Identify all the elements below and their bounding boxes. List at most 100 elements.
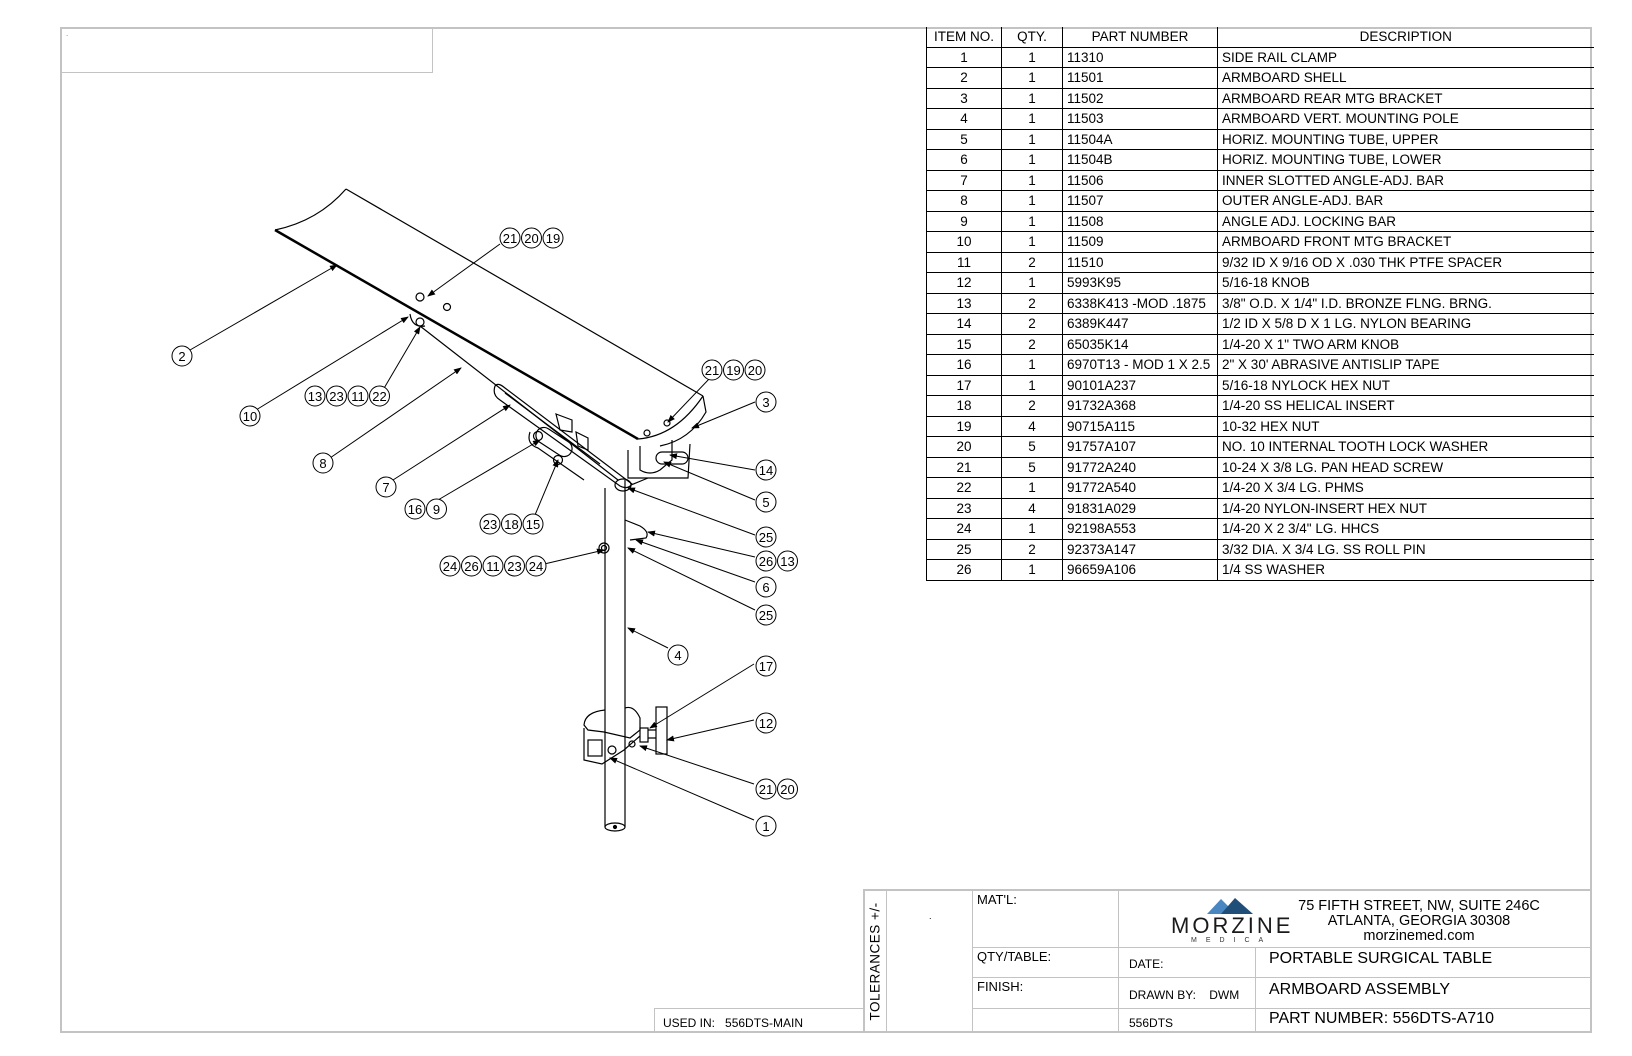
morzine-logo-icon	[1207, 898, 1253, 914]
balloon-circle	[755, 550, 777, 572]
leader-16-9	[437, 439, 541, 501]
balloon-circle	[755, 459, 777, 481]
balloon-6: 6	[755, 576, 777, 598]
balloon-circle	[499, 227, 521, 249]
bom-header-row: ITEM NO. QTY. PART NUMBER DESCRIPTION	[926, 27, 1594, 48]
balloon-label: 19	[546, 231, 560, 246]
project-title-cell: PORTABLE SURGICAL TABLE	[1256, 948, 1592, 978]
bom-description: 9/32 ID X 9/16 OD X .030 THK PTFE SPACER	[1217, 251, 1594, 273]
balloon-label: 9	[433, 502, 440, 517]
bom-header-part-number: PART NUMBER	[1062, 27, 1218, 48]
balloon-8: 8	[312, 452, 334, 474]
drawing-part-number: PART NUMBER: 556DTS-A710	[1269, 1010, 1494, 1027]
bom-item-no: 14	[926, 313, 1002, 335]
used-in-value: 556DTS-MAIN	[725, 1016, 804, 1030]
bom-part-number: 65035K14	[1062, 333, 1218, 355]
bom-part-number: 11503	[1062, 108, 1218, 130]
balloon-circle	[326, 385, 347, 407]
bom-item-no: 5	[926, 128, 1002, 150]
bom-description: 1/4-20 X 2 3/4" LG. HHCS	[1217, 518, 1594, 540]
balloon-circle	[482, 555, 504, 577]
bom-item-no: 22	[926, 477, 1002, 499]
armboard-shell	[274, 188, 707, 447]
bom-description: 3/8" O.D. X 1/4" I.D. BRONZE FLNG. BRNG.	[1217, 292, 1594, 314]
drawn-by-label: DRAWN BY:	[1129, 988, 1196, 1002]
bom-header-item: ITEM NO.	[926, 27, 1002, 48]
balloon-label: 8	[319, 456, 326, 471]
drawing-title-cell: ARMBOARD ASSEMBLY	[1256, 978, 1592, 1009]
tolerances-column: TOLERANCES +/-	[865, 891, 887, 1033]
qty-table-cell: QTY/TABLE:	[973, 948, 1119, 978]
bom-item-no: 12	[926, 272, 1002, 294]
used-in-box: USED IN: 556DTS-MAIN	[654, 1008, 863, 1033]
bom-item-no: 18	[926, 395, 1002, 417]
balloon-14: 14	[755, 459, 777, 481]
bom-item-no: 3	[926, 87, 1002, 109]
bom-item-no: 25	[926, 538, 1002, 560]
balloon-label: 16	[408, 502, 422, 517]
bom-item-no: 2	[926, 67, 1002, 89]
balloon-5: 5	[755, 491, 777, 513]
bom-item-no: 15	[926, 333, 1002, 355]
address-line-2: ATLANTA, GEORGIA 30308	[1327, 913, 1511, 929]
balloon-label: 5	[762, 495, 769, 510]
balloon-label: 20	[524, 231, 538, 246]
leader-10	[255, 316, 409, 411]
bom-qty: 1	[1001, 518, 1063, 540]
balloon-label: 10	[243, 409, 257, 424]
balloon-circle	[439, 555, 461, 577]
bom-qty: 5	[1001, 456, 1063, 478]
balloon-circle	[755, 526, 777, 548]
bom-description: 5/16-18 NYLOCK HEX NUT	[1217, 374, 1594, 396]
balloon-circle	[755, 815, 777, 837]
balloon-label: 6	[762, 580, 769, 595]
revision-box: .	[60, 27, 433, 73]
bom-item-no: 11	[926, 251, 1002, 273]
bom-part-number: 90715A115	[1062, 415, 1218, 437]
balloon-circle	[521, 227, 542, 249]
bom-part-number: 90101A237	[1062, 374, 1218, 396]
bom-item-no: 6	[926, 149, 1002, 171]
bom-part-number: 91732A368	[1062, 395, 1218, 417]
balloon-12: 12	[755, 712, 777, 734]
bom-description: ARMBOARD SHELL	[1217, 67, 1594, 89]
balloon-label: 15	[526, 517, 540, 532]
bom-part-number: 91772A540	[1062, 477, 1218, 499]
balloon-label: 24	[443, 559, 457, 574]
balloon-circle	[369, 385, 390, 407]
bom-part-number: 11509	[1062, 231, 1218, 253]
drawn-by-cell: DRAWN BY: DWM	[1119, 978, 1256, 1009]
bom-part-number: 11310	[1062, 46, 1218, 68]
balloon-label: 21	[759, 782, 773, 797]
bom-item-no: 26	[926, 559, 1002, 581]
bom-qty: 1	[1001, 46, 1063, 68]
balloon-label: 17	[759, 659, 773, 674]
bom-item-no: 21	[926, 456, 1002, 478]
balloon-circle	[701, 359, 723, 381]
bom-header-qty: QTY.	[1001, 27, 1063, 48]
balloon-label: 7	[382, 480, 389, 495]
bom-part-number: 92373A147	[1062, 538, 1218, 560]
bom-description: ARMBOARD VERT. MOUNTING POLE	[1217, 108, 1594, 130]
bom-part-number: 11507	[1062, 190, 1218, 212]
bom-part-number: 91772A240	[1062, 456, 1218, 478]
bom-description: 10-24 X 3/8 LG. PAN HEAD SCREW	[1217, 456, 1594, 478]
balloon-circle	[723, 359, 744, 381]
bom-part-number: 11506	[1062, 169, 1218, 191]
balloon-circle	[522, 513, 544, 535]
title-block: TOLERANCES +/- . MAT'L: QTY/TABLE: FINIS…	[863, 889, 1592, 1033]
balloon-label: 26	[759, 554, 773, 569]
balloon-circle	[171, 345, 193, 367]
bom-part-number: 6389K447	[1062, 313, 1218, 335]
bom-description: 1/4 SS WASHER	[1217, 559, 1594, 581]
drawn-by-value: DWM	[1209, 988, 1240, 1002]
balloon-circle	[479, 513, 501, 535]
bom-description: OUTER ANGLE-ADJ. BAR	[1217, 190, 1594, 212]
balloon-label: 24	[529, 559, 543, 574]
project-code-cell: 556DTS	[1119, 1009, 1256, 1033]
